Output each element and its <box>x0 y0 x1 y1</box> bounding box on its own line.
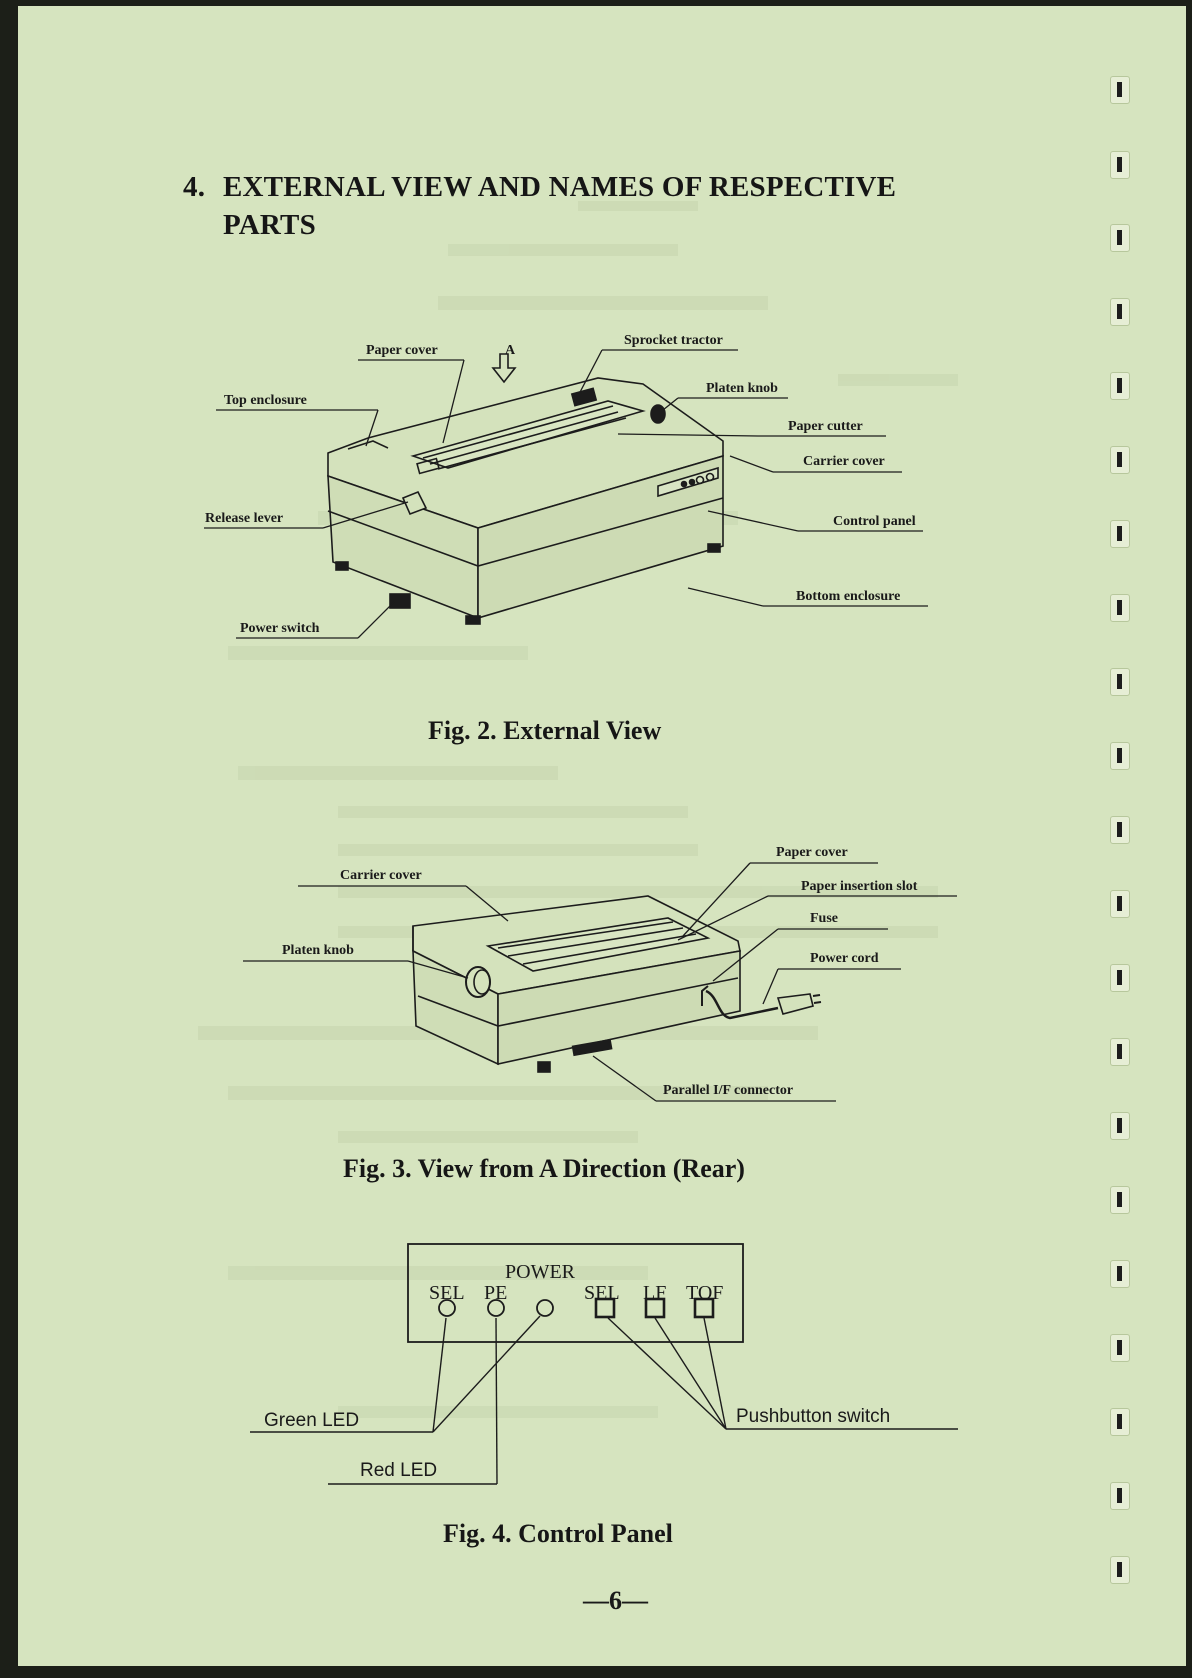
label-platen-knob: Platen knob <box>706 381 778 396</box>
figure-4-control-panel: POWER SEL PE SEL LF TOF Green LED Red LE… <box>250 1243 958 1485</box>
binder-tab <box>1110 76 1130 104</box>
printer-external-drawing <box>327 377 724 625</box>
lf-button-icon <box>644 1297 666 1319</box>
binder-tab <box>1110 1112 1130 1140</box>
binder-tab <box>1110 372 1130 400</box>
binder-tab <box>1110 1334 1130 1362</box>
label-release-lever: Release lever <box>205 511 283 526</box>
label-paper-cover: Paper cover <box>366 343 438 358</box>
bleed-through-background <box>198 201 958 1418</box>
label-direction-a: A <box>505 343 516 358</box>
label-paper-cutter: Paper cutter <box>788 419 863 434</box>
sel-button-icon <box>594 1297 616 1319</box>
figure-2-external-view: Paper cover A Sprocket tractor Platen kn… <box>204 333 928 639</box>
binder-tab <box>1110 520 1130 548</box>
binder-tab <box>1110 742 1130 770</box>
figure-3-caption: Fig. 3. View from A Direction (Rear) <box>343 1154 745 1183</box>
document-page: 4.EXTERNAL VIEW AND NAMES OF RESPECTIVE … <box>18 6 1186 1666</box>
figure-2-caption: Fig. 2. External View <box>428 716 662 745</box>
pe-led-icon <box>487 1299 505 1317</box>
panel-label-tof: TOF <box>686 1282 723 1304</box>
section-number: 4. <box>183 171 206 203</box>
label-parallel-connector: Parallel I/F connector <box>663 1083 793 1098</box>
label-bottom-enclosure: Bottom enclosure <box>796 589 900 604</box>
panel-label-lf: LF <box>643 1282 666 1304</box>
direction-arrow-icon <box>491 353 517 384</box>
label-paper-cover-rear: Paper cover <box>776 845 848 860</box>
binder-tab <box>1110 224 1130 252</box>
label-carrier-cover: Carrier cover <box>803 454 885 469</box>
sel-led-icon <box>438 1299 456 1317</box>
binder-tab <box>1110 298 1130 326</box>
label-sprocket-tractor: Sprocket tractor <box>624 333 723 348</box>
binder-tab <box>1110 1038 1130 1066</box>
label-paper-insertion-slot: Paper insertion slot <box>801 879 918 894</box>
label-power-cord: Power cord <box>810 951 879 966</box>
binder-tab <box>1110 1556 1130 1584</box>
power-led-icon <box>536 1299 554 1317</box>
binder-tab <box>1110 1408 1130 1436</box>
label-top-enclosure: Top enclosure <box>224 393 307 408</box>
label-pushbutton-switch: Pushbutton switch <box>736 1406 890 1427</box>
figure-4-caption: Fig. 4. Control Panel <box>443 1519 673 1548</box>
binder-tab <box>1110 816 1130 844</box>
panel-label-sel-led: SEL <box>429 1282 465 1304</box>
printer-rear-drawing <box>412 895 822 1073</box>
panel-label-pe: PE <box>484 1282 507 1304</box>
label-red-led: Red LED <box>360 1460 437 1481</box>
label-fuse: Fuse <box>810 911 838 926</box>
label-power-switch: Power switch <box>240 621 320 636</box>
label-green-led: Green LED <box>264 1410 359 1431</box>
panel-label-power: POWER <box>505 1261 576 1283</box>
binder-tab <box>1110 151 1130 179</box>
section-heading: 4.EXTERNAL VIEW AND NAMES OF RESPECTIVE … <box>183 168 983 244</box>
figure-3-rear-view: Paper cover Carrier cover Paper insertio… <box>243 845 957 1102</box>
binder-tab <box>1110 1482 1130 1510</box>
control-panel-outline <box>407 1243 744 1343</box>
label-carrier-cover-rear: Carrier cover <box>340 868 422 883</box>
binder-tab <box>1110 1260 1130 1288</box>
heading-line-1: EXTERNAL VIEW AND NAMES OF RESPECTIVE <box>223 171 897 203</box>
binder-tab <box>1110 964 1130 992</box>
label-control-panel: Control panel <box>833 514 916 529</box>
binder-tab <box>1110 890 1130 918</box>
tof-button-icon <box>693 1297 715 1319</box>
heading-line-2: PARTS <box>223 209 316 241</box>
label-platen-knob-rear: Platen knob <box>282 943 354 958</box>
panel-label-sel-button: SEL <box>584 1282 620 1304</box>
binder-tab <box>1110 1186 1130 1214</box>
binder-tab <box>1110 594 1130 622</box>
binder-tab <box>1110 668 1130 696</box>
page-number: —6— <box>583 1586 648 1615</box>
binder-tab <box>1110 446 1130 474</box>
